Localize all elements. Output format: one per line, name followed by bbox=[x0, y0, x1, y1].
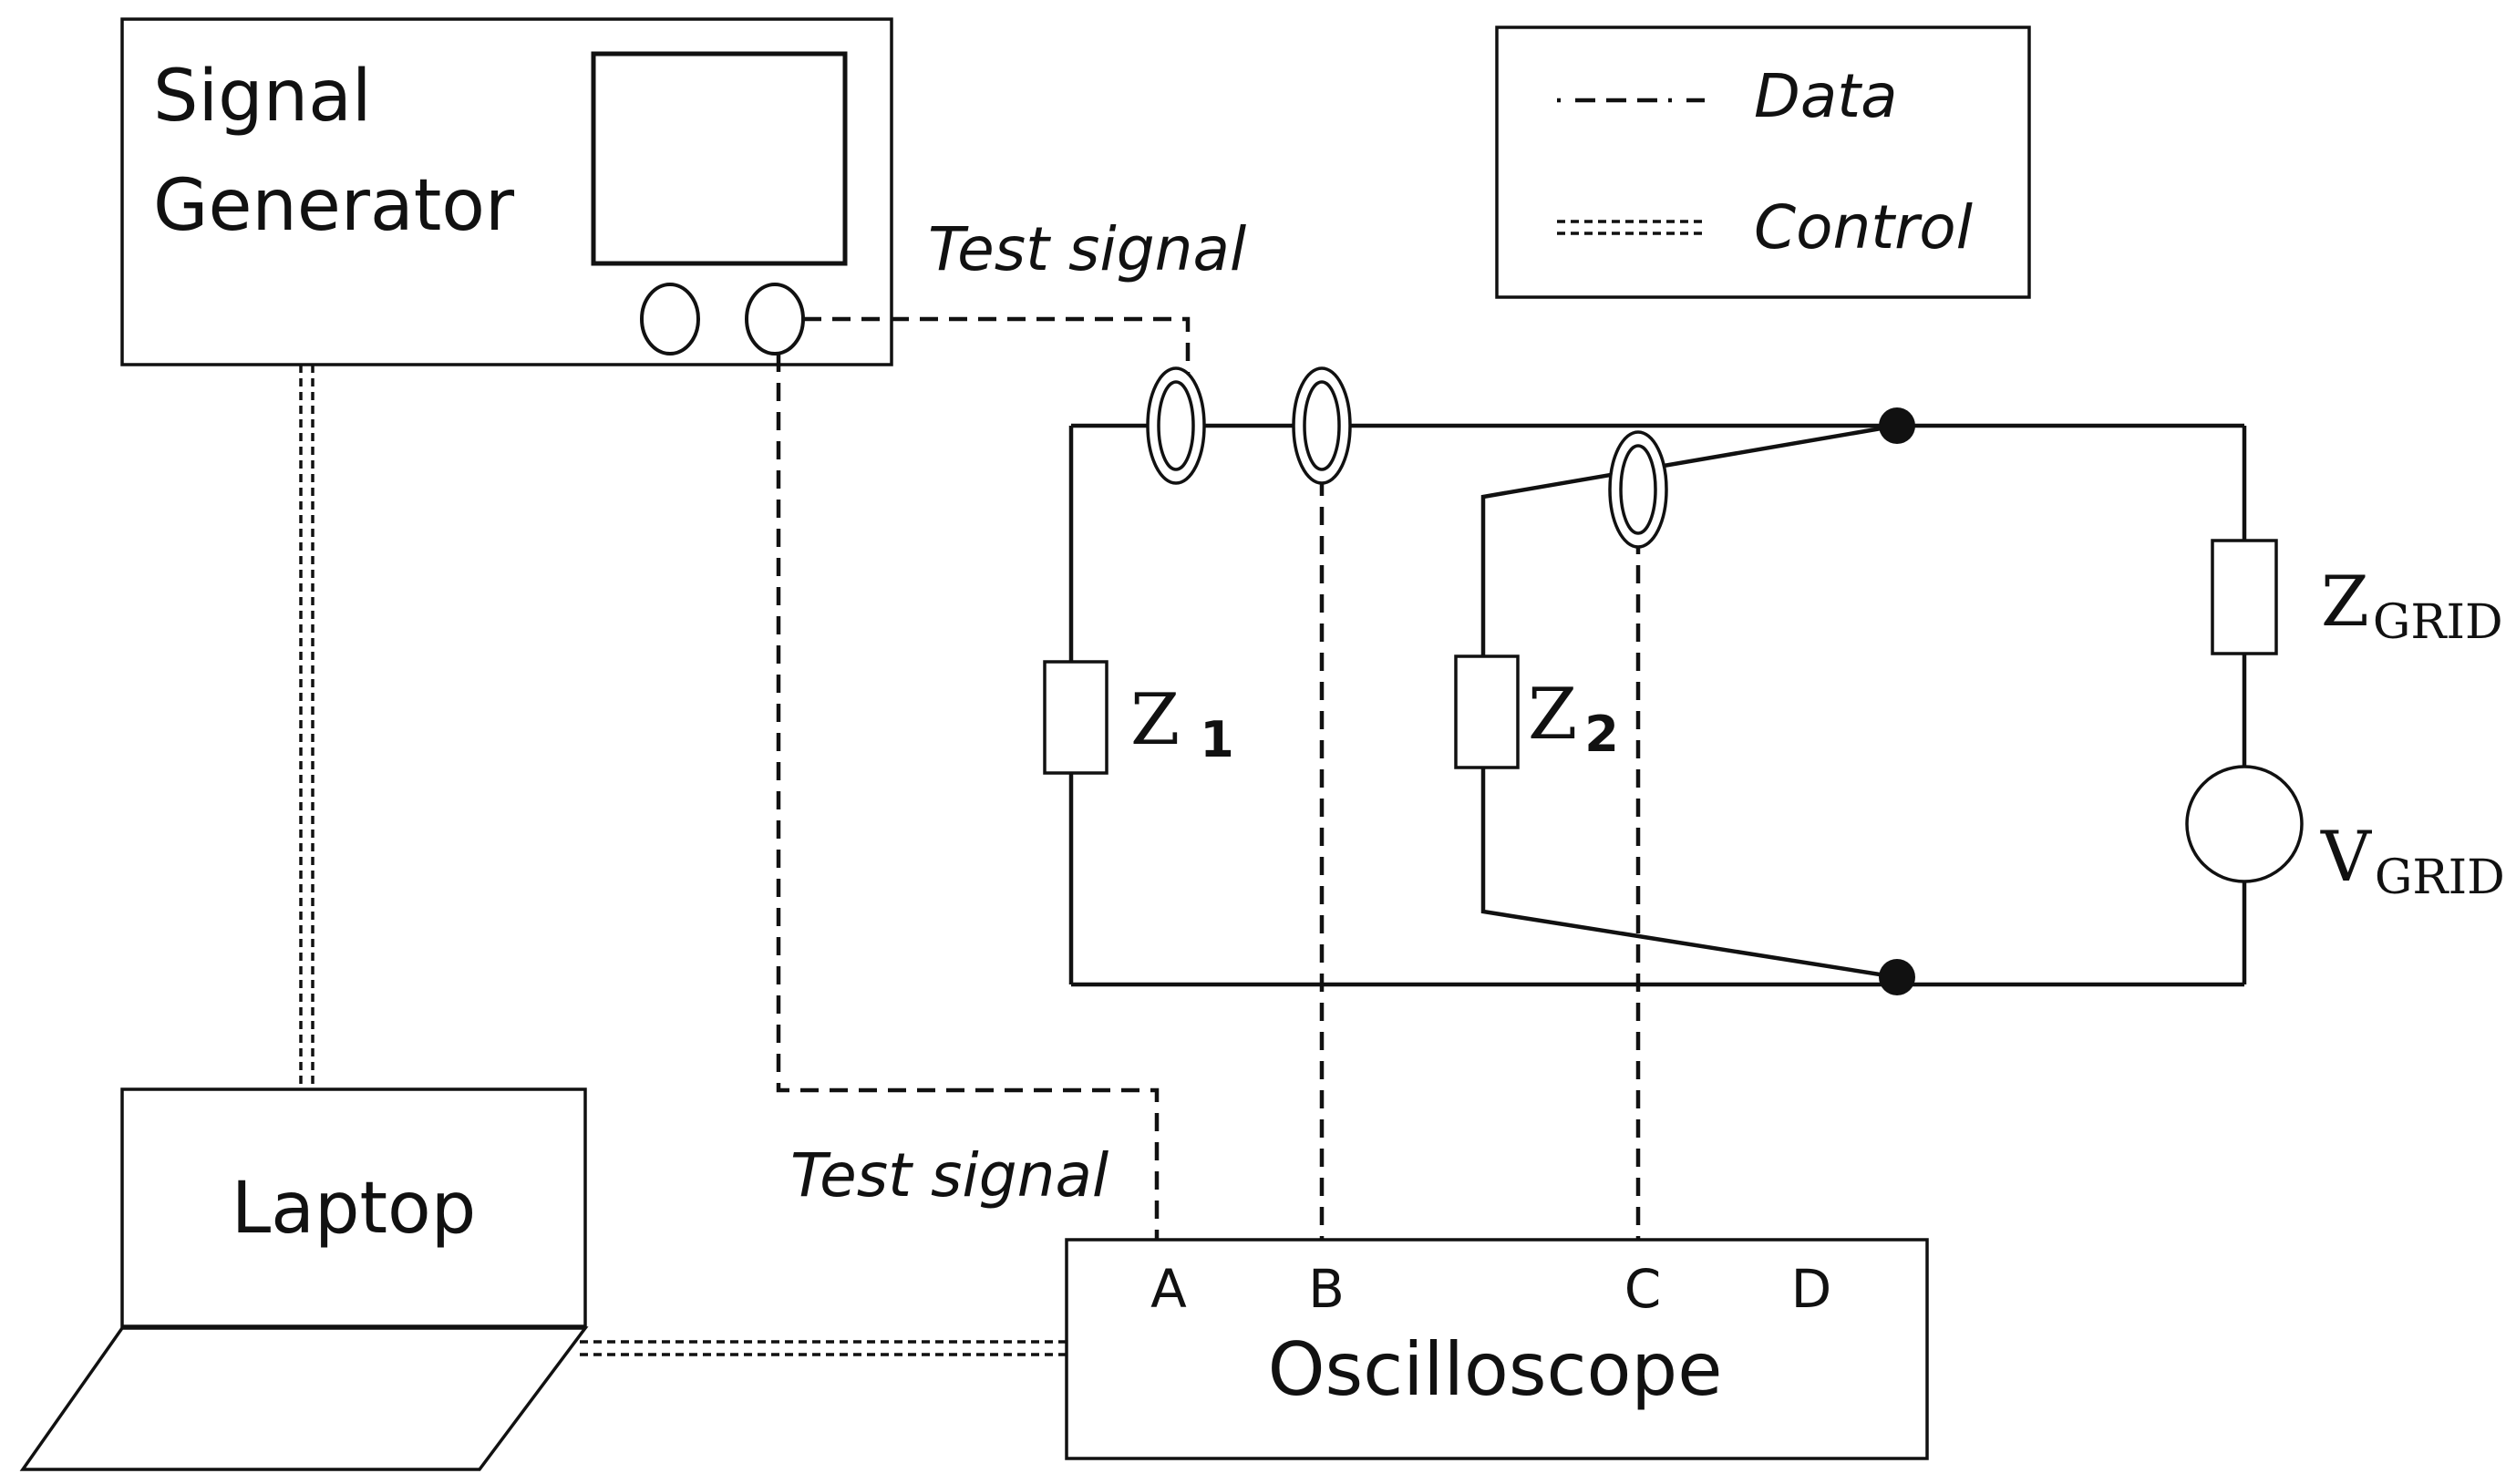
current-probe-c-icon bbox=[1608, 430, 1668, 549]
data-line-test-signal-injection bbox=[803, 316, 1191, 378]
data-connections bbox=[776, 316, 1641, 1240]
vgrid-subscript: GRID bbox=[2375, 850, 2505, 905]
z2-label: Z 2 bbox=[1528, 674, 1619, 763]
zgrid-label: Z GRID bbox=[2321, 561, 2503, 650]
legend: Data Control bbox=[1495, 26, 2031, 299]
signal-generator: Signal Generator bbox=[120, 17, 893, 366]
impedance-z2 bbox=[1454, 654, 1520, 769]
z1-symbol: Z bbox=[1130, 679, 1180, 761]
legend-box bbox=[1495, 26, 2031, 299]
oscilloscope-box bbox=[1065, 1238, 1929, 1460]
node-bottom bbox=[1879, 959, 1915, 995]
laptop-screen bbox=[120, 1087, 587, 1328]
oscilloscope-label: Oscilloscope bbox=[1268, 1327, 1723, 1412]
current-probe-b-icon bbox=[1292, 366, 1352, 485]
signal-generator-knob-right bbox=[745, 283, 805, 356]
oscilloscope-channel-c: C bbox=[1624, 1258, 1662, 1320]
impedance-z1 bbox=[1043, 660, 1108, 775]
control-connections bbox=[299, 365, 1067, 1356]
injection-clamp-icon bbox=[1146, 366, 1206, 485]
signal-generator-label-line2: Generator bbox=[153, 165, 515, 247]
impedance-zgrid bbox=[2211, 539, 2278, 655]
oscilloscope-channel-d: D bbox=[1791, 1258, 1832, 1320]
voltage-source-vgrid bbox=[2185, 765, 2304, 883]
vgrid-label: V GRID bbox=[2320, 816, 2505, 905]
laptop: Laptop bbox=[19, 1087, 589, 1471]
z1-label: Z 1 bbox=[1130, 679, 1234, 768]
test-signal-label-bottom: Test signal bbox=[790, 1140, 1109, 1211]
vgrid-symbol: V bbox=[2320, 816, 2372, 897]
test-signal-label-top: Test signal bbox=[928, 214, 1247, 284]
laptop-keyboard bbox=[19, 1326, 589, 1471]
oscilloscope-channel-b: B bbox=[1308, 1258, 1345, 1320]
signal-generator-label-line1: Signal bbox=[153, 56, 372, 138]
zgrid-subscript: GRID bbox=[2373, 595, 2503, 650]
data-line-test-signal-to-channel-a bbox=[776, 354, 1160, 1240]
oscilloscope-channel-a: A bbox=[1150, 1258, 1187, 1320]
laptop-label: Laptop bbox=[232, 1168, 477, 1250]
wire-z2-bottom bbox=[1480, 768, 1898, 980]
z1-subscript: 1 bbox=[1200, 711, 1234, 768]
legend-control-label: Control bbox=[1754, 192, 1974, 263]
wire-z2-top bbox=[1480, 423, 1898, 656]
zgrid-symbol: Z bbox=[2321, 561, 2369, 642]
legend-data-label: Data bbox=[1754, 61, 1898, 131]
signal-generator-knob-left bbox=[640, 283, 700, 356]
grid-circuit: Z 1 Z 2 Z GRID V GRID bbox=[1043, 366, 2505, 995]
node-top bbox=[1879, 407, 1915, 444]
oscilloscope: A B C D Oscilloscope bbox=[1065, 1238, 1929, 1460]
signal-generator-screen bbox=[591, 51, 848, 266]
z2-subscript: 2 bbox=[1584, 706, 1619, 763]
z2-symbol: Z bbox=[1528, 674, 1577, 756]
